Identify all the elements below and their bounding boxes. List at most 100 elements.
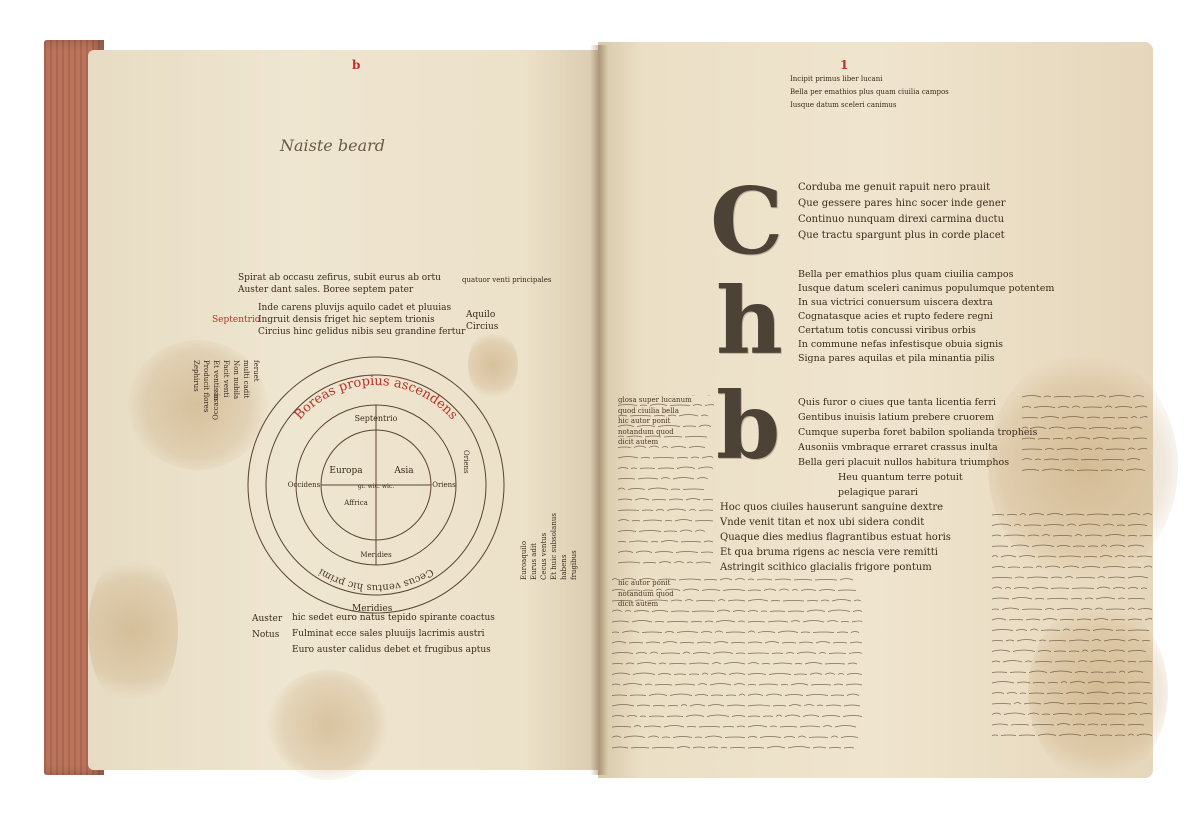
gloss-stroke [1071, 587, 1095, 589]
gloss-stroke [629, 694, 647, 696]
gloss-stroke [667, 705, 679, 707]
gloss-stroke [707, 746, 719, 749]
gloss-stroke [1037, 555, 1057, 558]
gloss-stroke [1025, 618, 1041, 621]
gloss-stroke [1100, 469, 1113, 471]
gloss-stroke [1090, 649, 1107, 652]
gloss-stroke [733, 683, 746, 686]
gloss-stroke [694, 520, 714, 522]
gloss-stroke [1062, 565, 1080, 568]
gloss-stroke [641, 509, 654, 511]
gloss-stroke [649, 651, 659, 654]
gloss-stroke [1107, 576, 1126, 579]
gloss-stroke [674, 519, 693, 522]
gloss-stroke [1050, 576, 1063, 579]
gloss-stroke [644, 435, 662, 438]
verse-block-3: Quis furor o ciues que tanta licentia fe… [798, 395, 1037, 500]
gloss-stroke [612, 641, 627, 644]
gloss-stroke [652, 705, 666, 707]
gloss-stroke [692, 746, 706, 749]
gloss-stroke [837, 673, 845, 675]
gloss-stroke [834, 725, 857, 728]
gloss-stroke [697, 466, 714, 469]
gloss-stroke [1053, 396, 1072, 398]
gloss-stroke [1061, 458, 1079, 461]
gloss-stroke [612, 683, 621, 686]
gloss-line: notandum quod [618, 589, 674, 598]
gloss-stroke [1060, 681, 1068, 684]
verse-line: Vnde venit titan et nox ubi sidera condi… [720, 517, 925, 528]
folio-mark-right: 1 [840, 58, 849, 72]
gloss-stroke [1127, 661, 1137, 663]
gloss-stroke [1088, 427, 1112, 429]
gloss-stroke [1104, 534, 1126, 537]
gloss-stroke [684, 599, 694, 602]
gloss-stroke [1022, 566, 1034, 568]
gloss-stroke [639, 715, 647, 717]
gloss-stroke [704, 404, 714, 406]
gloss-stroke [651, 610, 669, 612]
gloss-stroke [657, 673, 672, 675]
gloss-stroke [692, 652, 711, 654]
gloss-stroke [1127, 598, 1146, 600]
gloss-stroke [747, 715, 761, 717]
gloss-stroke [1127, 639, 1140, 642]
gloss-stroke [1052, 713, 1073, 715]
gloss-stroke [725, 694, 737, 696]
margin-line: Et huic subsolanus [550, 513, 558, 580]
gloss-stroke [747, 684, 757, 686]
gloss-stroke [612, 620, 630, 623]
gloss-stroke [837, 589, 857, 591]
gloss-stroke [1095, 597, 1116, 600]
gloss-stroke [1127, 713, 1138, 715]
gloss-stroke [1127, 618, 1143, 621]
diagram-label-center: gr. wic. wic. [358, 483, 395, 490]
gloss-stroke [1070, 598, 1083, 600]
gloss-stroke [824, 672, 836, 675]
gloss-stroke [714, 630, 724, 633]
gloss-stroke [1006, 692, 1018, 694]
gloss-stroke [729, 747, 746, 749]
gloss-stroke [1138, 660, 1152, 663]
gloss-stroke [1043, 702, 1065, 705]
verse-line: Et qua bruma rigens ac nescia vere remit… [720, 547, 939, 558]
gloss-stroke [1076, 618, 1092, 621]
gloss-stroke [1127, 544, 1145, 547]
gloss-stroke [701, 672, 709, 675]
gloss-stroke [832, 642, 848, 644]
gloss-stroke [624, 610, 632, 612]
label-septentrio: Septentrio [212, 315, 261, 325]
gloss-stroke [1058, 733, 1082, 736]
gloss-stroke [712, 651, 734, 654]
gloss-stroke [724, 736, 746, 738]
gloss-stroke [805, 694, 829, 696]
gloss-stroke [612, 715, 625, 717]
gloss-stroke [991, 566, 1006, 568]
gloss-stroke [703, 579, 718, 581]
gloss-stroke [1080, 448, 1093, 450]
gloss-stroke [1136, 733, 1152, 736]
gloss-stroke [806, 600, 819, 602]
gloss-stroke [1102, 417, 1116, 419]
verse-line: Quis furor o ciues que tanta licentia fe… [798, 397, 996, 408]
gloss-stroke [831, 599, 852, 602]
gloss-stroke [642, 519, 663, 522]
gloss-stroke [760, 610, 768, 612]
gloss-stroke [821, 715, 841, 717]
gloss-stroke [617, 509, 640, 511]
gloss-stroke [840, 736, 859, 738]
gloss-stroke [1109, 724, 1126, 726]
gloss-stroke [1005, 639, 1015, 642]
gloss-stroke [1074, 534, 1083, 537]
gloss-stroke [1037, 650, 1052, 652]
left-margin-verse: Zephirus Producit flores Et ventis in Fa… [192, 360, 260, 560]
margin-line: Cecus ventus [540, 532, 548, 580]
verse-line: Hoc quos ciuiles hauserunt sanguine dext… [720, 502, 944, 513]
gloss-stroke [640, 457, 651, 459]
gloss-stroke [1007, 566, 1021, 568]
gloss-stroke [1040, 416, 1060, 419]
gloss-stroke [788, 704, 802, 707]
gloss-stroke [1127, 576, 1149, 579]
gloss-stroke [622, 683, 643, 686]
gloss-stroke [806, 609, 826, 612]
